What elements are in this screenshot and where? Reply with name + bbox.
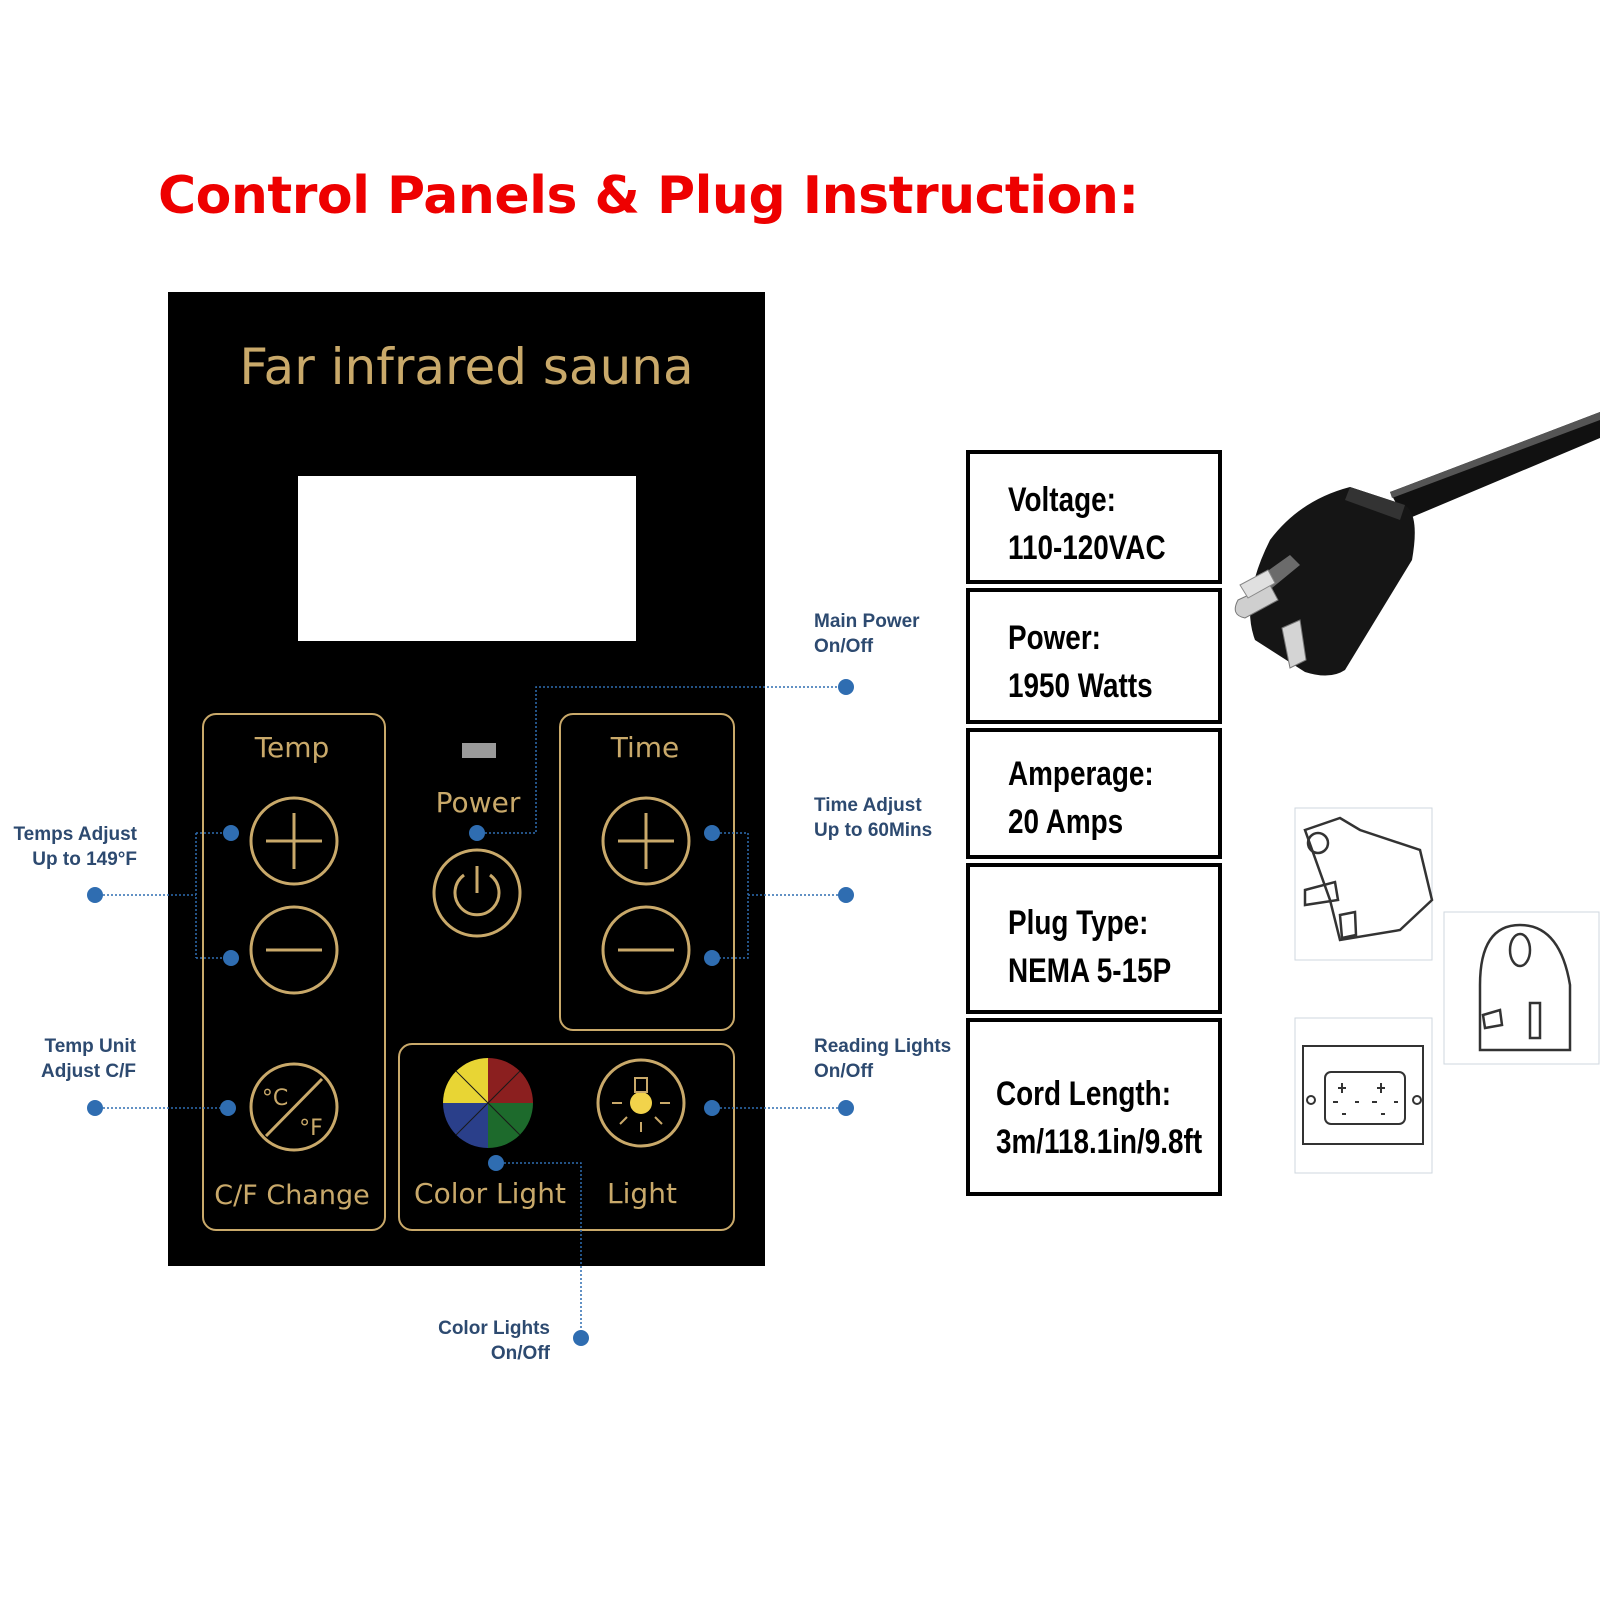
time-group (559, 713, 735, 1031)
panel-display (298, 476, 636, 641)
time-plus-button[interactable] (601, 796, 691, 886)
temp-label: Temp (254, 731, 330, 764)
time-minus-button[interactable] (601, 905, 691, 995)
bulb-icon (612, 1077, 670, 1132)
spec-table: Voltage:110-120VAC Power:1950 Watts Ampe… (966, 450, 1222, 1200)
spec-amperage: Amperage:20 Amps (966, 728, 1222, 859)
page-title: Control Panels & Plug Instruction: (158, 166, 1139, 226)
power-led (462, 743, 496, 758)
spec-plug-type: Plug Type:NEMA 5-15P (966, 863, 1222, 1014)
leader-lines (95, 686, 846, 1338)
cf-c-glyph: °C (262, 1086, 288, 1111)
nema-receptacle-drawing (1294, 1017, 1433, 1174)
spec-voltage: Voltage:110-120VAC (966, 450, 1222, 584)
nema-plug-drawing (1294, 807, 1434, 961)
plug-photo (1234, 412, 1600, 676)
color-light-button[interactable] (443, 1058, 533, 1148)
power-label: Power (435, 786, 521, 819)
cf-change-button[interactable]: °C °F (249, 1062, 339, 1152)
temp-minus-button[interactable] (249, 905, 339, 995)
leader-dots (87, 679, 854, 1346)
nema-plug-face-drawing (1443, 911, 1600, 1065)
spec-cord-length: Cord Length:3m/118.1in/9.8ft (966, 1018, 1222, 1196)
reading-light-button[interactable] (596, 1058, 686, 1148)
cf-f-glyph: °F (299, 1116, 323, 1141)
power-icon (453, 873, 501, 917)
cf-change-label: C/F Change (214, 1180, 370, 1211)
temp-plus-button[interactable] (249, 796, 339, 886)
spec-power: Power:1950 Watts (966, 588, 1222, 724)
light-group (398, 1043, 735, 1231)
temp-group (202, 713, 386, 1231)
color-light-label: Color Light (414, 1177, 566, 1210)
panel-brand: Far infrared sauna (239, 338, 694, 396)
time-label: Time (610, 731, 680, 764)
power-button[interactable] (432, 848, 522, 938)
light-label: Light (607, 1177, 677, 1210)
